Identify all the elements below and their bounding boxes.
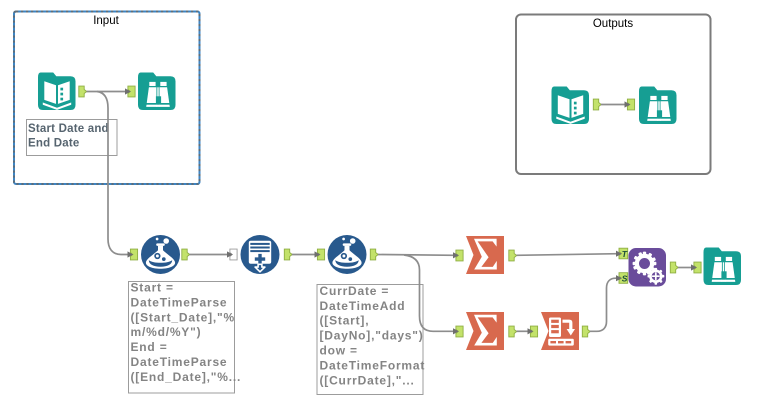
- svg-text:Outputs: Outputs: [593, 18, 634, 30]
- svg-text:S: S: [622, 274, 628, 284]
- svg-text:End Date: End Date: [28, 138, 79, 150]
- svg-text:[DayNo],"days"): [DayNo],"days"): [320, 329, 424, 343]
- svg-text:CurrDate =: CurrDate =: [320, 284, 390, 298]
- svg-text:([Start],: ([Start],: [320, 314, 370, 328]
- svg-text:DateTimeAdd: DateTimeAdd: [320, 299, 406, 313]
- svg-text:([CurrDate],"...: ([CurrDate],"...: [320, 373, 415, 387]
- svg-text:m/%d/%Y"): m/%d/%Y"): [131, 325, 202, 339]
- svg-text:Start Date and: Start Date and: [28, 123, 109, 135]
- svg-text:End =: End =: [131, 340, 168, 354]
- svg-text:([Start_Date],"%: ([Start_Date],"%: [131, 310, 236, 324]
- svg-text:T: T: [622, 249, 628, 259]
- svg-text:DateTimeParse: DateTimeParse: [131, 355, 228, 369]
- svg-text:DateTimeFormat: DateTimeFormat: [320, 358, 426, 372]
- svg-text:dow =: dow =: [320, 344, 358, 358]
- svg-text:Start =: Start =: [131, 281, 174, 295]
- svg-text:Input: Input: [93, 15, 119, 27]
- svg-text:([End_Date],"%...: ([End_Date],"%...: [131, 370, 242, 384]
- svg-text:DateTimeParse: DateTimeParse: [131, 295, 228, 309]
